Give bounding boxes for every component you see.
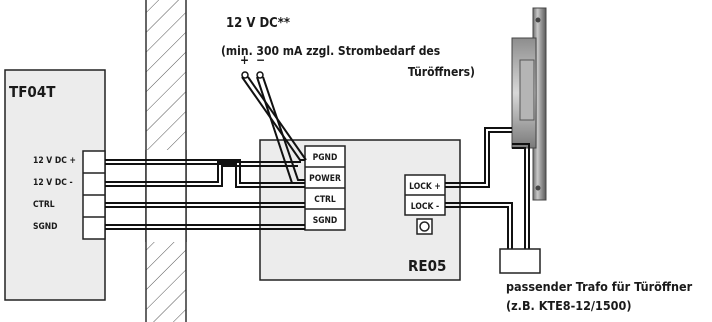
control-wires (105, 159, 305, 230)
supply-plus-sign: + (240, 53, 249, 67)
re05-output-label: LOCK - (411, 202, 439, 212)
re05-title: RE05 (408, 257, 446, 275)
tf04t-terminal-label: 12 V DC + (33, 156, 76, 166)
transformer: passender Trafo für Türöffner (z.B. KTE8… (499, 248, 693, 313)
transformer-label: passender Trafo für Türöffner (506, 279, 693, 294)
re05-input-label: PGND (313, 153, 338, 163)
tf04t-title: TF04T (9, 83, 56, 101)
transformer-label: (z.B. KTE8-12/1500) (506, 298, 631, 313)
tf04t-terminal-label: CTRL (33, 200, 55, 210)
tf04t-unit: TF04T 12 V DC + 12 V DC - CTRL SGND (4, 69, 106, 301)
re05-input-label: POWER (309, 174, 341, 184)
supply-note: (min. 300 mA zzgl. Strombedarf des (221, 44, 440, 58)
re05-input-label: CTRL (314, 195, 336, 205)
supply-note: Türöffners) (408, 65, 475, 79)
re05-output-label: LOCK + (409, 182, 441, 192)
re05-button (416, 218, 433, 235)
tf04t-terminal-label: SGND (33, 222, 58, 232)
supply-title: 12 V DC** (226, 16, 290, 31)
re05-unit: RE05 PGND POWER CTRL SGND LOCK + LOCK - (259, 139, 461, 281)
door-opener (511, 7, 547, 201)
tf04t-terminal-label: 12 V DC - (33, 178, 73, 188)
re05-input-label: SGND (313, 216, 338, 226)
supply-minus-sign: − (256, 53, 265, 67)
lock-wires (445, 127, 530, 250)
supply-labels: 12 V DC** (min. 300 mA zzgl. Strombedarf… (221, 16, 475, 79)
